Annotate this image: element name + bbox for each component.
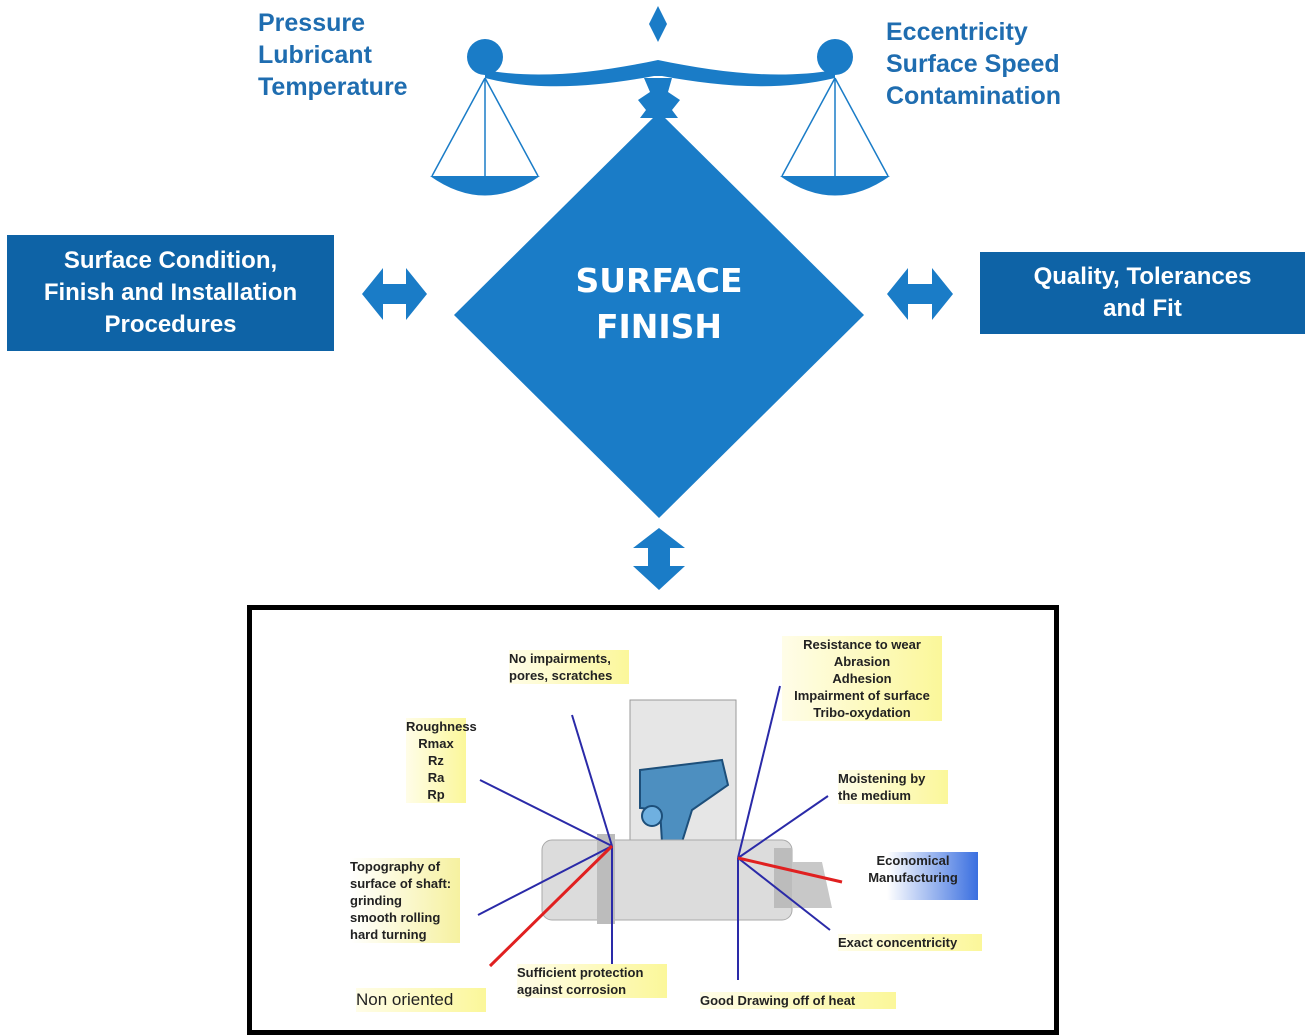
left-box-line-1: Surface Condition, — [63, 247, 278, 274]
shaft-end — [792, 862, 832, 908]
right-beam-ball — [817, 39, 853, 75]
garter-spring — [641, 805, 663, 827]
scale-pillar — [638, 78, 680, 118]
red-arrow-right — [737, 856, 843, 884]
left-beam-ball — [467, 39, 503, 75]
factor-pressure: Pressure — [258, 9, 366, 37]
note-impairments: No impairments,pores, scratches — [509, 650, 629, 684]
diamond-label-line-1: SURFACE — [575, 261, 742, 300]
note-drawing-heat: Good Drawing off of heat — [700, 992, 896, 1009]
diagram-graphics: SURFACE FINISH — [362, 6, 953, 590]
left-box-line-2: Finish and Installation — [43, 279, 298, 306]
right-pan — [780, 176, 890, 196]
shaft-seal-drawing — [477, 685, 843, 980]
scale-top-finial — [649, 6, 667, 42]
shaft-seal-illustration: No impairments,pores, scratches Resistan… — [247, 605, 1059, 1035]
bottom-double-arrow — [633, 528, 685, 590]
right-box-line-2: and Fit — [1103, 295, 1182, 322]
left-factor-list: Pressure Lubricant Temperature — [258, 7, 408, 103]
factor-surface-speed: Surface Speed — [886, 50, 1060, 78]
factor-lubricant: Lubricant — [258, 41, 372, 69]
surface-condition-box: Surface Condition, Finish and Installati… — [7, 235, 334, 351]
scale-beam — [485, 60, 835, 87]
note-concentricity: Exact concentricity — [838, 934, 982, 951]
right-double-arrow — [887, 268, 953, 320]
surface-finish-diamond — [454, 112, 864, 518]
note-non-oriented: Non oriented — [356, 988, 486, 1012]
quality-tolerances-box: Quality, Tolerances and Fit — [980, 252, 1305, 334]
factor-contamination: Contamination — [886, 82, 1061, 110]
pan-strings — [431, 77, 889, 177]
balance-scale — [430, 6, 890, 196]
red-arrow-left — [488, 844, 614, 968]
factor-temperature: Temperature — [258, 73, 408, 101]
left-double-arrow — [362, 268, 427, 320]
left-box-line-3: Procedures — [104, 311, 237, 338]
shaft-shoulder-right — [774, 848, 792, 908]
left-arrows — [477, 714, 613, 970]
right-arrows — [737, 685, 831, 980]
left-pan — [430, 176, 540, 196]
factor-eccentricity: Eccentricity — [886, 18, 1028, 46]
right-box-line-1: Quality, Tolerances — [1033, 263, 1252, 290]
right-factor-list: Eccentricity Surface Speed Contamination — [886, 16, 1061, 112]
diamond-label-line-2: FINISH — [596, 307, 722, 346]
